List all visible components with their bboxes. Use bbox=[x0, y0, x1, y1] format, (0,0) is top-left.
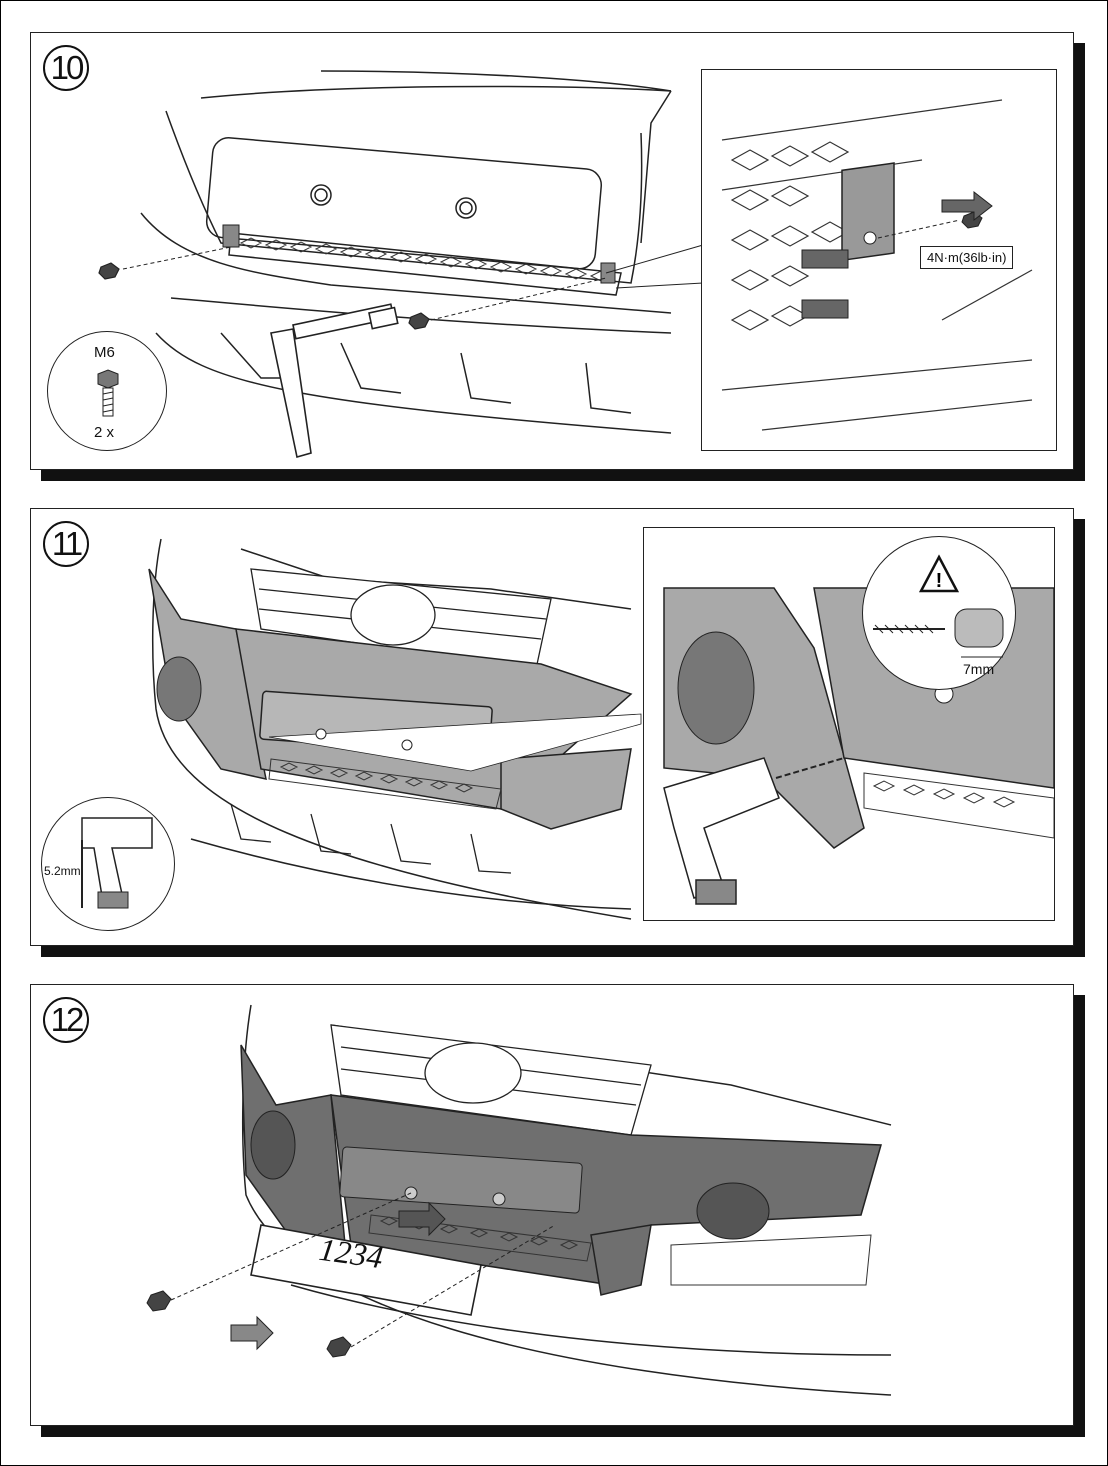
arrow-right-icon bbox=[230, 1315, 274, 1351]
warning-triangle-icon bbox=[918, 554, 960, 593]
step-number-10: 10 bbox=[43, 45, 89, 91]
step-number-11: 11 bbox=[43, 521, 89, 567]
step-10-detail-inset: 4N·m(36lb·in) bbox=[701, 69, 1057, 451]
arrow-right-icon bbox=[941, 190, 993, 222]
drill-bit-size: 5.2mm bbox=[44, 864, 81, 878]
warning-badge: ! 7mm bbox=[862, 536, 1016, 690]
torque-spec: 4N·m(36lb·in) bbox=[920, 246, 1014, 269]
step-10-panel: 10 bbox=[30, 32, 1074, 470]
bracket-detail-illustration bbox=[721, 99, 1033, 431]
step-11-detail-inset: ! 7mm bbox=[643, 527, 1055, 921]
arrow-right-icon bbox=[398, 1201, 446, 1237]
svg-text:!: ! bbox=[936, 570, 943, 592]
hardware-quantity: 2 x bbox=[94, 424, 115, 441]
bolt-icon bbox=[97, 369, 119, 417]
step-11-panel: 11 bbox=[30, 508, 1074, 946]
drill-icon bbox=[81, 817, 153, 909]
bolt-icon bbox=[146, 1290, 172, 1312]
step-11-bumper-illustration bbox=[148, 538, 642, 920]
bolt-icon bbox=[326, 1336, 352, 1358]
step-number-12: 12 bbox=[43, 997, 89, 1043]
drill-depth: 7mm bbox=[963, 661, 995, 677]
step-10-bumper-illustration bbox=[98, 70, 704, 459]
hardware-label: M6 bbox=[94, 344, 115, 361]
drill-badge: 5.2mm bbox=[41, 797, 175, 931]
step-12-panel: 12 bbox=[30, 984, 1074, 1426]
hardware-badge: M6 2 x bbox=[47, 331, 167, 451]
step-12-bumper-illustration bbox=[146, 1004, 892, 1396]
